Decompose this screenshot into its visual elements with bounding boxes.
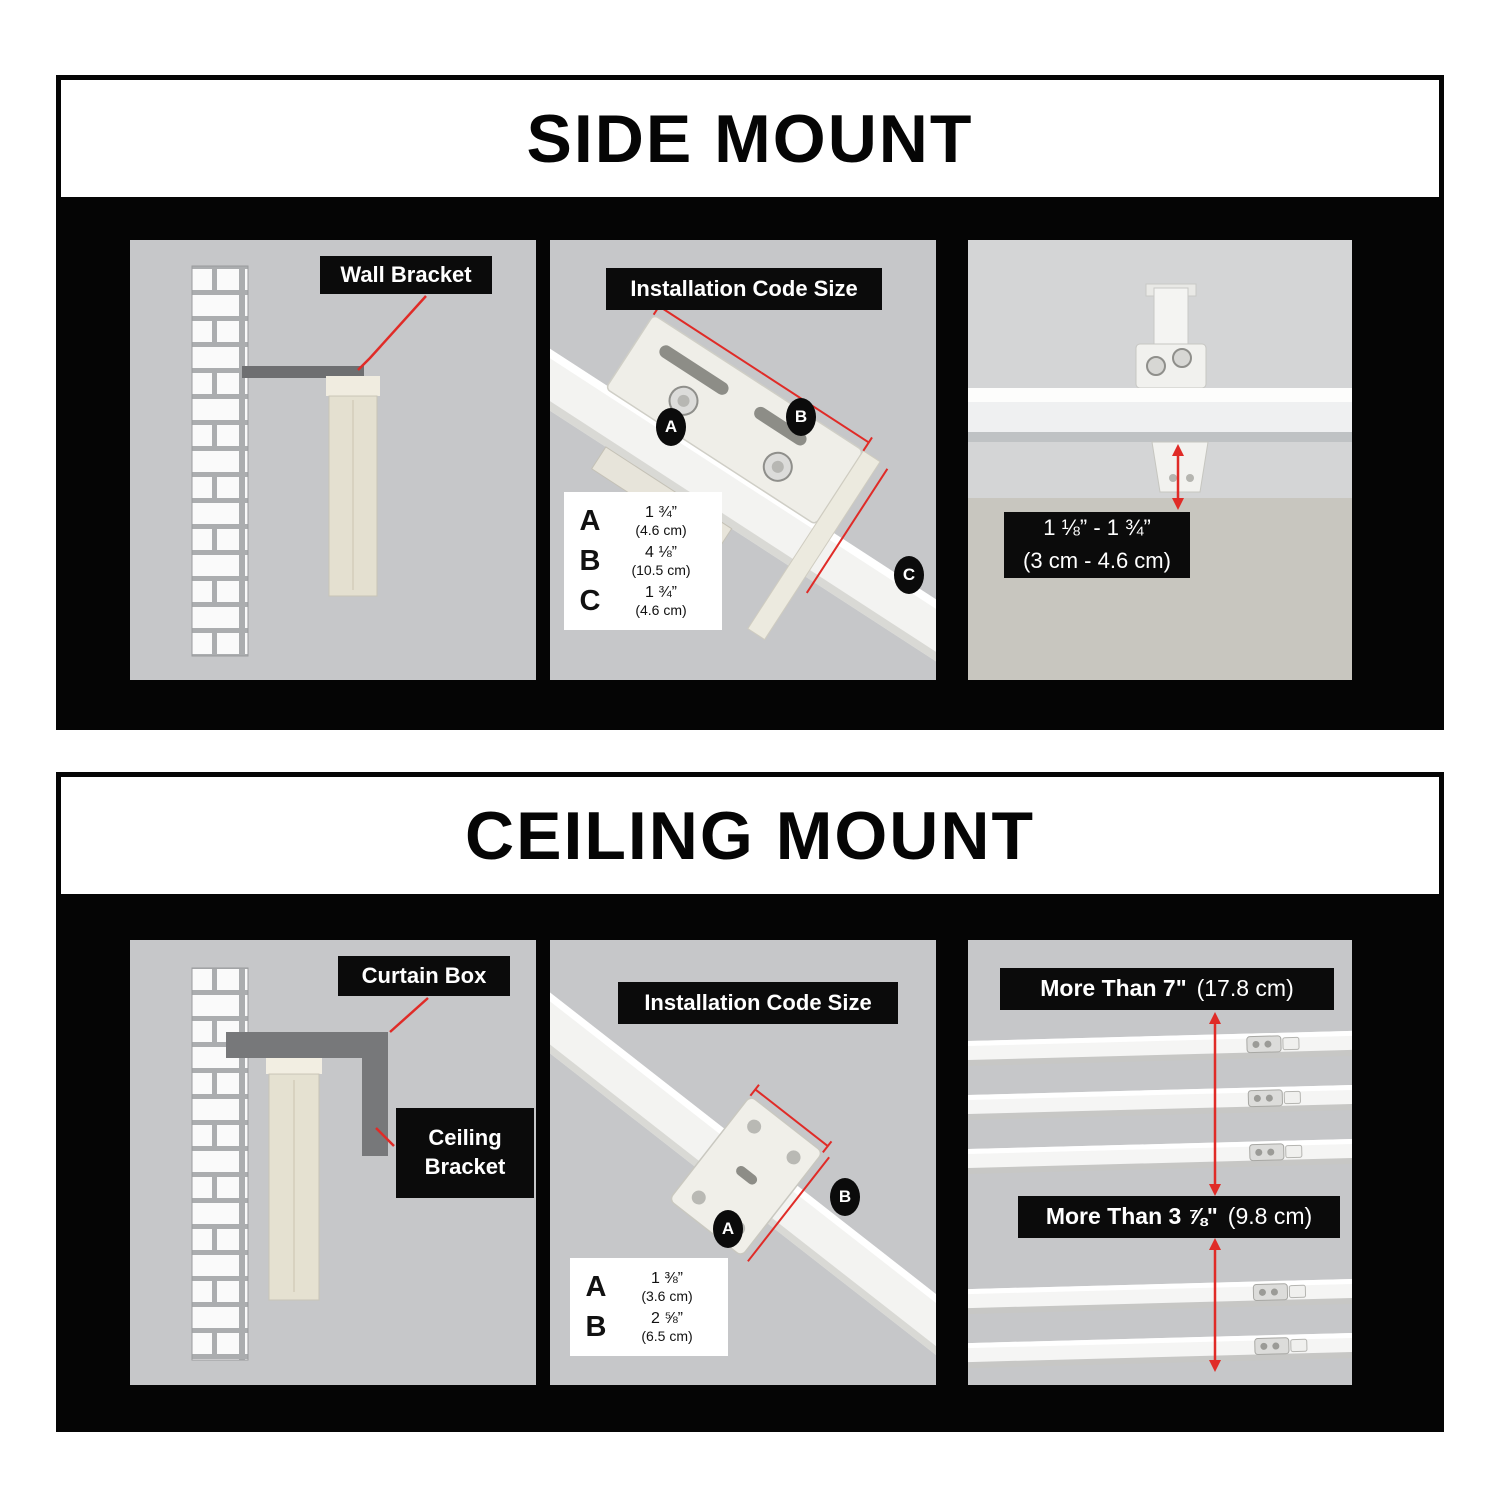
pointer-line: [357, 295, 427, 371]
ceiling-size-table: A 1 ⅜” (3.6 cm) B 2 ⅝” (6.5 cm): [570, 1258, 728, 1356]
ceiling-spacing-panel: More Than 7" (17.8 cm) More Than 3 ⅞" (9…: [968, 940, 1352, 1385]
marker-b-badge: B: [786, 398, 816, 436]
ceiling-box-panel: Curtain Box Ceiling Bracket: [130, 940, 536, 1385]
track-spacing-graphic: [968, 1012, 1352, 1372]
size-code: B: [585, 1310, 607, 1343]
side-code-label: Installation Code Size: [606, 268, 882, 310]
marker-a-badge: A: [713, 1210, 743, 1248]
ceiling-bracket-assembly: [550, 950, 936, 1385]
side-wall-bracket-panel: Wall Bracket: [130, 240, 536, 680]
depth-range-cm: (3 cm - 4.6 cm): [1023, 548, 1171, 573]
ceiling-code-panel: Installation Code Size A B A 1 ⅜” (3.6 c…: [550, 940, 936, 1385]
side-code-panel: Installation Code Size A B C A 1 ¾” (4.6…: [550, 240, 936, 680]
spacing-mid-value: (9.8 cm): [1227, 1203, 1313, 1230]
side-bracket-photo-graphic: [550, 299, 936, 680]
size-inches: 2 ⅝”: [650, 1310, 683, 1327]
spacing-arrow-bottom: [1209, 1238, 1221, 1372]
size-code: C: [579, 584, 601, 617]
size-row-a: A 1 ¾” (4.6 cm): [572, 504, 714, 538]
size-row-b: B 4 ⅛” (10.5 cm): [572, 544, 714, 578]
marker-b-badge: B: [830, 1178, 860, 1216]
size-code: A: [579, 504, 601, 537]
pointer-line-bracket: [375, 1127, 395, 1147]
spacing-top-value: (17.8 cm): [1196, 975, 1294, 1002]
spacing-mid-label: More Than 3 ⅞" (9.8 cm): [1018, 1196, 1340, 1238]
wall-bracket-label: Wall Bracket: [320, 256, 492, 294]
brick-wall-graphic: [191, 967, 249, 1361]
curtain-box-label: Curtain Box: [338, 956, 510, 996]
size-inches: 1 ¾”: [644, 584, 677, 601]
dimension-lines: [652, 300, 889, 594]
spacing-top-label: More Than 7" (17.8 cm): [1000, 968, 1334, 1010]
side-mount-header: SIDE MOUNT: [61, 80, 1439, 197]
curtain-track-graphic: [326, 376, 380, 597]
size-cm: (3.6 cm): [641, 1288, 693, 1304]
side-range-panel: 1 ⅛” - 1 ¾” (3 cm - 4.6 cm): [968, 240, 1352, 680]
horizontal-track-graphic: [968, 388, 1352, 442]
size-inches: 1 ¾”: [644, 504, 677, 521]
size-inches: 4 ⅛”: [644, 544, 677, 561]
size-code: A: [585, 1270, 607, 1303]
marker-c-badge: C: [894, 556, 924, 594]
curtain-box-graphic: [191, 967, 429, 1361]
ceiling-code-label: Installation Code Size: [618, 982, 898, 1024]
size-row-c: C 1 ¾” (4.6 cm): [572, 584, 714, 618]
size-cm: (4.6 cm): [635, 602, 687, 618]
ceiling-mount-section: CEILING MOUNT: [56, 772, 1444, 1432]
spacing-top-bold: More Than 7": [1040, 975, 1187, 1002]
ceiling-mount-header: CEILING MOUNT: [61, 777, 1439, 894]
side-mount-title: SIDE MOUNT: [526, 100, 974, 177]
side-size-table: A 1 ¾” (4.6 cm) B 4 ⅛” (10.5 cm) C: [564, 492, 722, 630]
curtain-track-graphic: [266, 1058, 322, 1301]
curtain-box-frame-graphic: [226, 1032, 388, 1156]
size-cm: (6.5 cm): [641, 1328, 693, 1344]
ceiling-mount-title: CEILING MOUNT: [465, 797, 1035, 874]
brick-wall-graphic: [191, 265, 249, 657]
mounted-track-graphic: [968, 240, 1352, 680]
size-cm: (4.6 cm): [635, 522, 687, 538]
size-inches: 1 ⅜”: [650, 1270, 683, 1287]
ceiling-bracket-photo-graphic: [550, 950, 936, 1385]
marker-a-badge: A: [656, 408, 686, 446]
depth-range-label: 1 ⅛” - 1 ¾” (3 cm - 4.6 cm): [1004, 512, 1190, 578]
depth-range-inches: 1 ⅛” - 1 ¾”: [1043, 515, 1151, 541]
dimension-lines: [747, 1084, 833, 1262]
wall-bracket-graphic: [191, 265, 427, 657]
pointer-line-box: [389, 997, 429, 1033]
bracket-foot-graphic: [1151, 441, 1209, 493]
size-row-b: B 2 ⅝” (6.5 cm): [578, 1310, 720, 1344]
depth-arrow: [1172, 444, 1184, 510]
size-row-a: A 1 ⅜” (3.6 cm): [578, 1270, 720, 1304]
spacing-mid-bold: More Than 3 ⅞": [1045, 1203, 1218, 1230]
size-code: B: [579, 544, 601, 577]
ceiling-bracket-label: Ceiling Bracket: [396, 1108, 534, 1198]
side-mount-section: SIDE MOUNT: [56, 75, 1444, 730]
side-bracket-assembly: [550, 299, 936, 680]
spacing-arrow-top: [1209, 1012, 1221, 1196]
size-cm: (10.5 cm): [631, 562, 691, 578]
